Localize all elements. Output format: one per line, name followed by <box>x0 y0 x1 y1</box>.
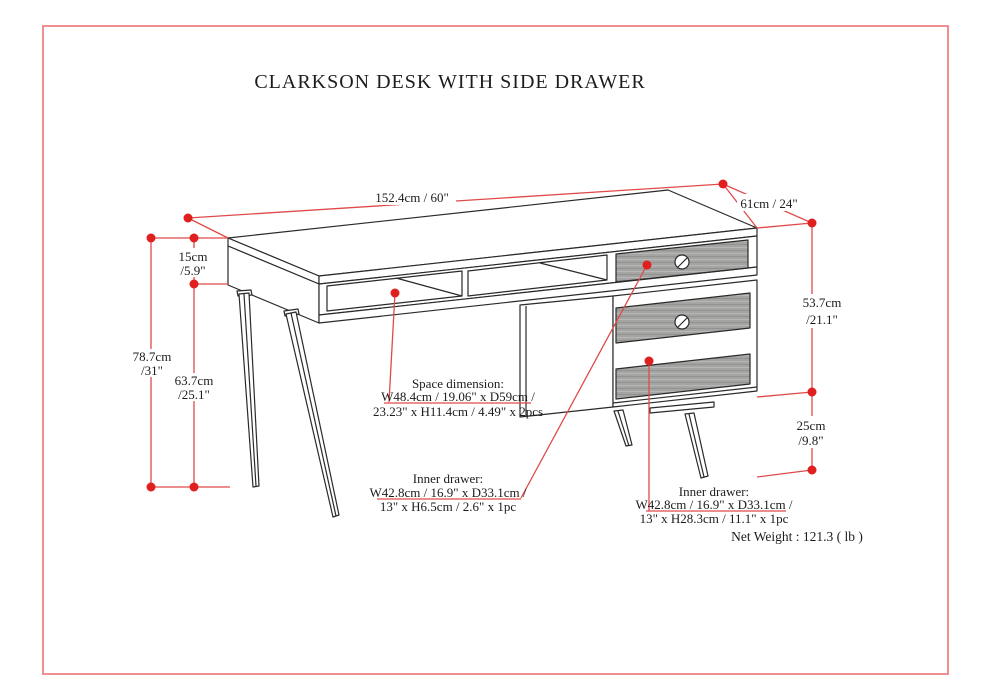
callout-inner-drawer-side: Inner drawer: W42.8cm / 16.9" x D33.1cm … <box>636 484 793 526</box>
cubby-right-interior-line <box>539 262 608 281</box>
cubby-left-interior-line <box>395 277 463 297</box>
dimension-point <box>189 233 199 243</box>
svg-text:78.7cm: 78.7cm <box>133 349 172 364</box>
dim-clearance-label: 63.7cm /25.1" <box>175 373 214 402</box>
svg-text:/31": /31" <box>141 363 163 378</box>
dimension-point <box>146 482 156 492</box>
svg-text:/21.1": /21.1" <box>806 312 838 327</box>
dimension-points <box>146 179 817 492</box>
leader-space-dimension <box>388 292 396 403</box>
dimension-point <box>189 482 199 492</box>
dim-top-thickness-label: 15cm /5.9" <box>179 249 208 278</box>
dim-total-height-label: 78.7cm /31" <box>133 349 172 378</box>
page-title: CLARKSON DESK WITH SIDE DRAWER <box>254 71 645 93</box>
desk-leg-left-front <box>285 311 340 518</box>
svg-text:/25.1": /25.1" <box>178 387 210 402</box>
dimension-point <box>807 218 817 228</box>
dimension-point <box>807 465 817 475</box>
dim-leg-height-label: 25cm /9.8" <box>797 418 826 448</box>
dimension-point <box>807 387 817 397</box>
leg-taper-line <box>617 410 630 447</box>
callout-point-space <box>390 288 400 298</box>
svg-text:/9.8": /9.8" <box>798 433 823 448</box>
dim-total-width-label: 152.4cm / 60" <box>375 190 449 205</box>
svg-text:Space dimension:: Space dimension: <box>412 376 504 391</box>
callout-point-drawer-top <box>642 260 652 270</box>
callout-inner-drawer-top: Inner drawer: W42.8cm / 16.9" x D33.1cm … <box>370 471 527 514</box>
leg-taper-line <box>290 312 337 517</box>
svg-text:13" x H6.5cm / 2.6" x 1pc: 13" x H6.5cm / 2.6" x 1pc <box>380 499 516 514</box>
drawer-knob-icon <box>674 254 690 270</box>
dim-extension <box>756 391 813 398</box>
cabinet-bottom-edge <box>612 386 758 404</box>
svg-text:/5.9": /5.9" <box>180 263 205 278</box>
leg-taper-line <box>688 413 705 478</box>
dimension-point <box>189 279 199 289</box>
dim-extension <box>756 469 813 478</box>
leg-taper-line <box>243 293 257 487</box>
dim-extension <box>756 222 813 229</box>
page-border <box>42 25 949 675</box>
callout-point-drawer-side <box>644 356 654 366</box>
desk-apron-bottom-rail <box>318 266 758 324</box>
dimension-point <box>146 233 156 243</box>
drawer-knob-icon <box>674 314 690 330</box>
svg-text:23.23" x H11.4cm / 4.49" x 2pc: 23.23" x H11.4cm / 4.49" x 2pcs <box>373 404 543 419</box>
label-backings <box>129 188 852 448</box>
desk-leg-left-back <box>238 292 260 488</box>
leader-inner-drawer-top <box>520 264 648 499</box>
dim-cabinet-height-label: 53.7cm /21.1" <box>803 295 842 327</box>
dimension-point <box>183 213 193 223</box>
svg-text:25cm: 25cm <box>797 418 826 433</box>
dimension-point <box>718 179 728 189</box>
svg-text:53.7cm: 53.7cm <box>803 295 842 310</box>
svg-text:Inner drawer:: Inner drawer: <box>413 471 483 486</box>
net-weight-label: Net Weight : 121.3 ( lb ) <box>731 529 863 544</box>
dim-total-depth-label: 61cm / 24" <box>740 196 797 211</box>
leg-rail <box>649 401 715 414</box>
callout-space-dimension: Space dimension: W48.4cm / 19.06" x D59c… <box>373 376 543 419</box>
svg-text:63.7cm: 63.7cm <box>175 373 214 388</box>
svg-text:W48.4cm / 19.06" x D59cm /: W48.4cm / 19.06" x D59cm / <box>381 389 535 404</box>
svg-text:15cm: 15cm <box>179 249 208 264</box>
dim-extension <box>187 217 229 239</box>
svg-text:13" x H28.3cm / 11.1" x 1pc: 13" x H28.3cm / 11.1" x 1pc <box>640 511 789 526</box>
desk-drawing <box>227 189 758 518</box>
svg-text:W42.8cm / 16.9" x D33.1cm /: W42.8cm / 16.9" x D33.1cm / <box>636 497 793 512</box>
svg-text:Inner drawer:: Inner drawer: <box>679 484 749 499</box>
svg-text:W42.8cm / 16.9" x D33.1cm /: W42.8cm / 16.9" x D33.1cm / <box>370 485 527 500</box>
